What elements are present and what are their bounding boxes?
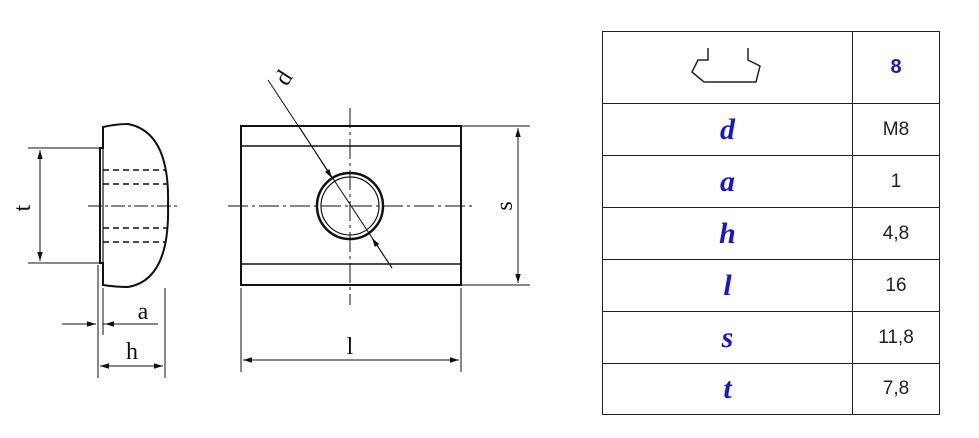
dimension-label-s: s — [492, 201, 518, 210]
value-a: 1 — [890, 170, 902, 192]
symbol-l: l — [723, 268, 732, 302]
symbol-a: a — [720, 164, 735, 198]
dimension-s — [461, 125, 530, 286]
table-row: t 7,8 — [602, 363, 940, 415]
dimension-label-t: t — [10, 204, 36, 211]
table-row: a 1 — [602, 155, 940, 208]
side-view — [88, 122, 180, 289]
value-h: 4,8 — [882, 222, 910, 244]
dimension-t — [28, 147, 100, 264]
side-view-outline — [99, 122, 170, 289]
dimension-label-a: a — [138, 299, 149, 325]
value-t: 7,8 — [882, 378, 910, 399]
slot-size-cell: 8 — [852, 31, 940, 104]
t-slot-profile-icon — [690, 48, 761, 83]
slot-size-value: 8 — [890, 56, 902, 78]
value-s: 11,8 — [878, 326, 914, 348]
value-d: M8 — [882, 118, 910, 140]
value-l: 16 — [885, 274, 907, 296]
table-header-row: 8 — [602, 31, 940, 104]
table-row: l 16 — [602, 259, 940, 312]
dimensions-table: 8 d M8 a 1 h 4,8 l 16 s 11,8 t 7,8 — [602, 31, 940, 415]
dimension-label-l: l — [347, 334, 354, 360]
dimension-d — [267, 79, 393, 269]
dimension-label-d: d — [270, 66, 298, 90]
table-row: h 4,8 — [602, 207, 940, 260]
symbol-t: t — [723, 372, 732, 405]
table-row: d M8 — [602, 103, 940, 156]
dimension-l — [240, 288, 462, 372]
symbol-s: s — [721, 320, 734, 354]
symbol-h: h — [719, 216, 736, 250]
dimension-a-h — [62, 265, 166, 378]
top-view — [228, 108, 475, 305]
table-row: s 11,8 — [602, 311, 940, 364]
t-nut-technical-drawing: t a h d s l — [10, 66, 530, 378]
dimension-label-h: h — [126, 339, 138, 365]
symbol-d: d — [720, 112, 735, 146]
profile-cell — [602, 31, 853, 104]
